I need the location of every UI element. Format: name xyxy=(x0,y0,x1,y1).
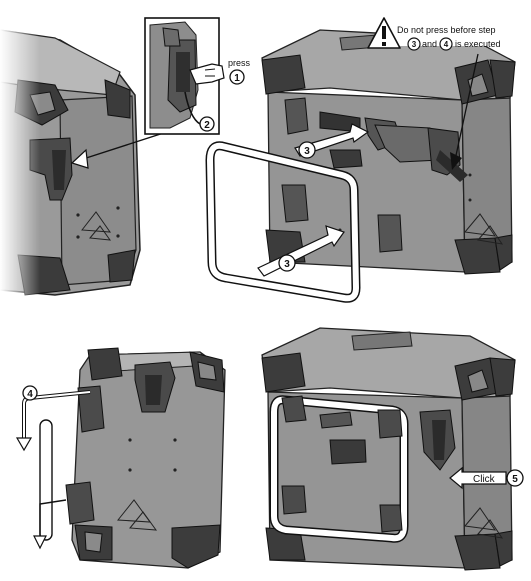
mounting-frame xyxy=(205,141,361,303)
warning-and: and xyxy=(422,39,437,49)
frame-bar xyxy=(39,419,53,541)
warning-step-4: 4 xyxy=(444,40,449,49)
panel-1-left-case xyxy=(0,0,141,300)
warning-pointer xyxy=(454,53,479,161)
step-3-number-lower: 3 xyxy=(284,259,290,270)
step-4-number: 4 xyxy=(27,389,33,400)
step-1-number: 1 xyxy=(234,73,240,84)
click-arrow xyxy=(449,466,507,490)
step-3-number-upper: 3 xyxy=(304,146,310,157)
mounted-frame xyxy=(269,395,409,543)
step-5-number: 5 xyxy=(512,474,518,485)
detail-inset xyxy=(144,17,225,135)
step-2-number: 2 xyxy=(204,120,210,131)
warning-step-3: 3 xyxy=(412,40,417,49)
step-3-marker-upper xyxy=(298,141,316,159)
warning-callout: Do not press before step 3 and 4 is exec… xyxy=(367,17,520,170)
step-4-marker xyxy=(22,385,38,401)
step-3-marker-lower xyxy=(278,254,296,272)
step-5-marker xyxy=(506,469,524,487)
connector-arrow-head xyxy=(70,148,89,169)
warning-line-1: Do not press before step xyxy=(397,25,496,35)
click-label: Click xyxy=(473,474,496,485)
step-1-marker xyxy=(229,69,245,85)
panel-3-side-case xyxy=(65,347,226,569)
warning-executed: is executed xyxy=(455,39,501,49)
step-4-arrow-lower xyxy=(39,499,67,540)
panel-2-case-and-frame xyxy=(261,29,516,275)
exclamation-triangle-icon xyxy=(367,17,401,49)
step-2-marker xyxy=(199,116,215,132)
press-label: press xyxy=(228,58,251,68)
panel-4-mounted-case xyxy=(261,327,516,571)
